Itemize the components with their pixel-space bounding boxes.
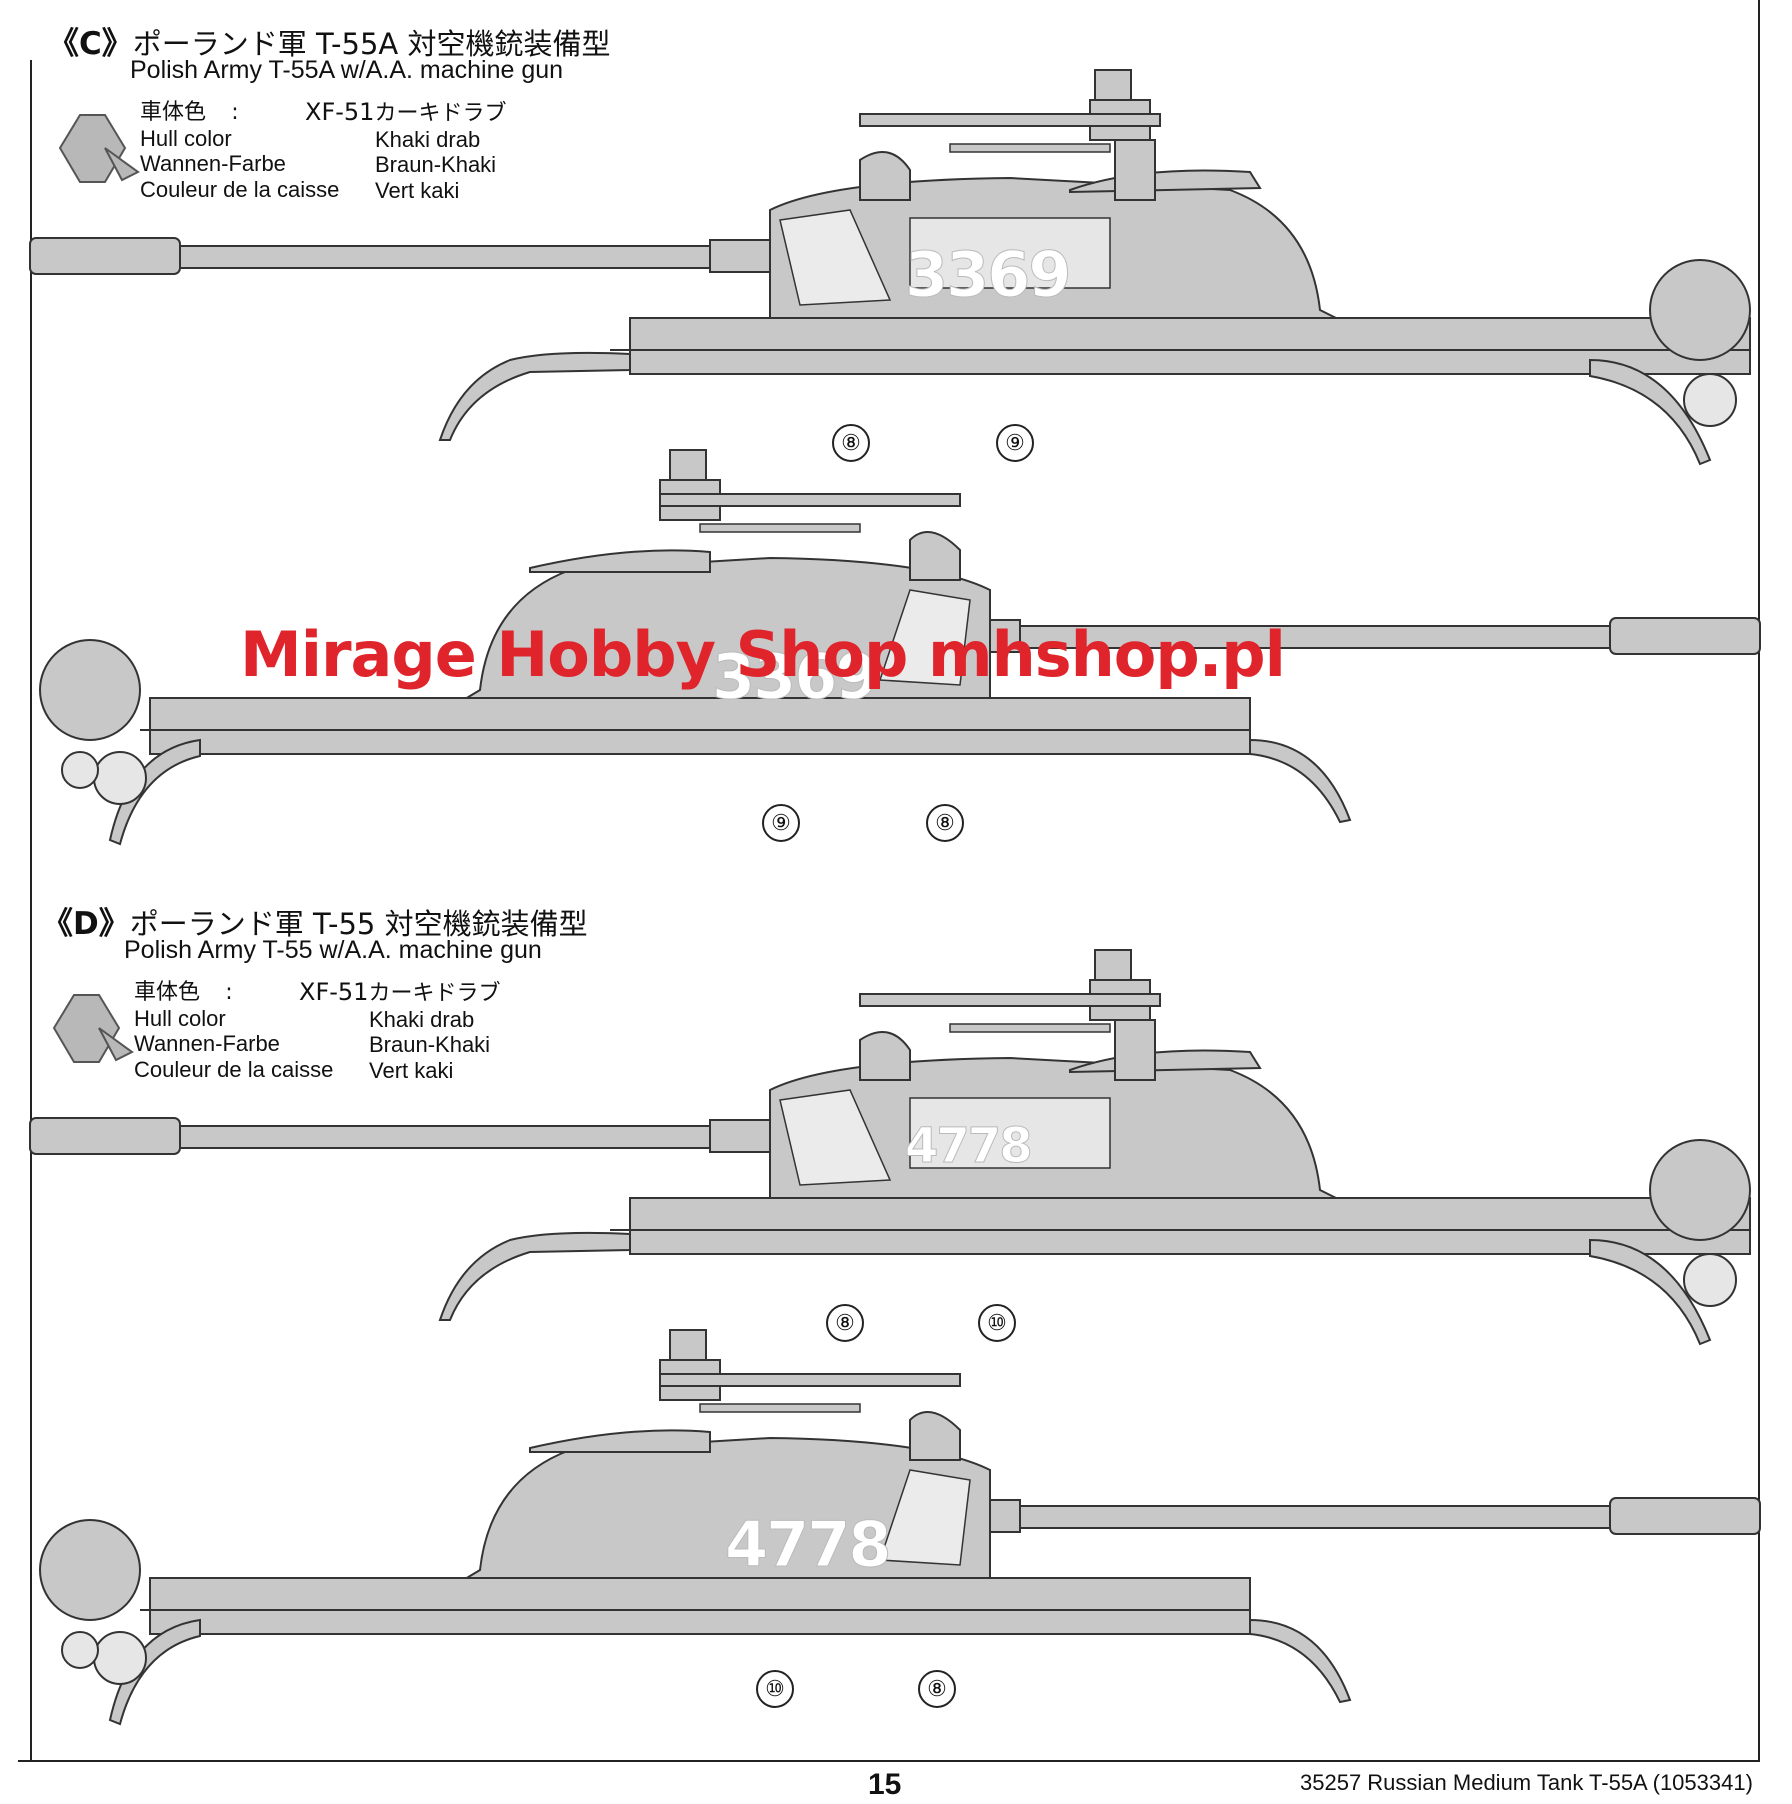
section-letter: 《D》 xyxy=(42,906,130,942)
page-number: 15 xyxy=(868,1768,902,1801)
paint-values: XF-51カーキドラブ Khaki drab Braun-Khaki Vert … xyxy=(305,98,507,203)
callout-marker: ⑧ xyxy=(826,1304,864,1342)
section-title-en: Polish Army T-55 w/A.A. machine gun xyxy=(124,936,542,964)
callout-marker: ⑩ xyxy=(756,1670,794,1708)
frame-left-line xyxy=(30,60,32,1760)
paint-code: XF-51 xyxy=(299,978,369,1006)
section-letter: 《C》 xyxy=(48,26,133,62)
section-title-jp: 《D》ポーランド軍 T-55 対空機銃装備型 xyxy=(42,906,588,942)
kit-title: 35257 Russian Medium Tank T-55A (1053341… xyxy=(1300,1770,1753,1795)
callout-marker: ⑨ xyxy=(996,424,1034,462)
turret-number-decal: 4778 xyxy=(905,1118,1034,1175)
callout-marker: ⑧ xyxy=(832,424,870,462)
section-title-en: Polish Army T-55A w/A.A. machine gun xyxy=(130,56,564,84)
paint-code: XF-51 xyxy=(305,98,375,126)
tank-d-left-side xyxy=(29,949,1751,1345)
paint-drop-icon xyxy=(58,114,140,183)
frame-right-line xyxy=(1758,0,1760,1762)
paint-drop-icon xyxy=(52,994,134,1063)
callout-marker: ⑨ xyxy=(762,804,800,842)
section-title-jp: 《C》ポーランド軍 T-55A 対空機銃装備型 xyxy=(48,26,611,62)
paint-values: XF-51カーキドラブ Khaki drab Braun-Khaki Vert … xyxy=(299,978,501,1083)
turret-number-decal: 4778 xyxy=(725,1508,893,1582)
paint-labels: 車体色: Hull color Wannen-Farbe Couleur de … xyxy=(134,980,334,1082)
callout-marker: ⑧ xyxy=(918,1670,956,1708)
paint-labels: 車体色: Hull color Wannen-Farbe Couleur de … xyxy=(140,100,340,202)
tank-d-right-side xyxy=(39,1329,1761,1725)
section-d: 《D》ポーランド軍 T-55 対空機銃装備型 Polish Army T-55 … xyxy=(0,880,1792,1760)
turret-number-decal: 3369 xyxy=(905,238,1073,312)
callout-marker: ⑩ xyxy=(978,1304,1016,1342)
frame-bottom-line xyxy=(18,1760,1760,1762)
turret-number-decal: 3369 xyxy=(712,640,880,714)
callout-marker: ⑧ xyxy=(926,804,964,842)
shop-watermark: Mirage Hobby Shop mhshop.pl xyxy=(240,618,1286,691)
tank-c-left-side xyxy=(29,69,1751,465)
section-c: 《C》ポーランド軍 T-55A 対空機銃装備型 Polish Army T-55… xyxy=(0,0,1792,880)
